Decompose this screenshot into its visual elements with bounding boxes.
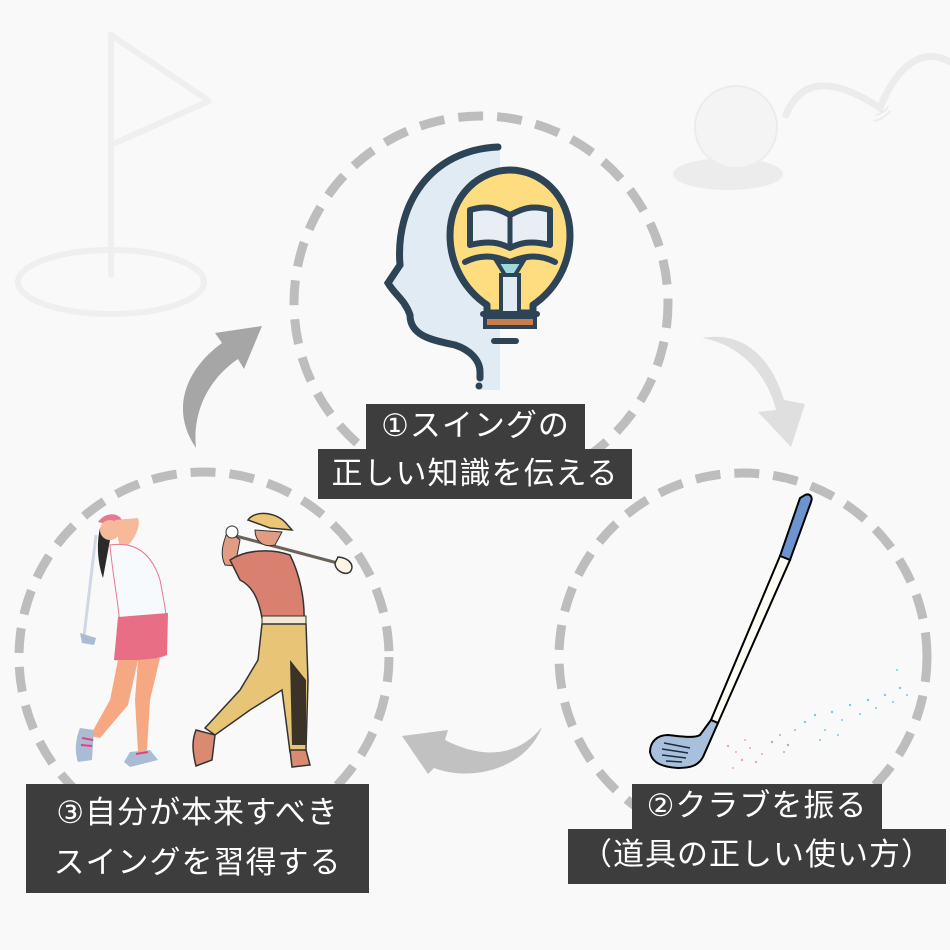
curved-arrow-down-right-icon: [702, 336, 805, 447]
step-2-label: ②クラブを振る: [632, 784, 882, 830]
male-golfer: [192, 512, 353, 768]
curved-arrow-left-icon: [402, 727, 542, 774]
female-golfer: [75, 514, 168, 767]
swing-trail-particles: [726, 669, 908, 769]
step-1-label: ①スイングの: [366, 404, 585, 450]
step-3-label-line1: ③自分が本来すべき: [56, 795, 339, 831]
step-3-label: ③自分が本来すべき スイングを習得する: [26, 784, 369, 893]
step-1-label-line2: 正しい知識を伝える: [331, 456, 619, 492]
golf-ball-bounce-icon: [673, 53, 950, 190]
step-2-label-line2: （道具の正しい使い方）: [581, 837, 933, 873]
step-1-label-bottom: 正しい知識を伝える: [318, 449, 632, 499]
step-2-label-line1: ②クラブを振る: [646, 788, 868, 824]
step-3-label-line2: スイングを習得する: [53, 845, 342, 881]
step-2-label-bottom: （道具の正しい使い方）: [568, 829, 946, 884]
golf-flag-hole-icon: [15, 32, 212, 317]
step-1-label-line1: ①スイングの: [381, 408, 570, 444]
curved-arrow-up-right-icon: [182, 326, 262, 448]
